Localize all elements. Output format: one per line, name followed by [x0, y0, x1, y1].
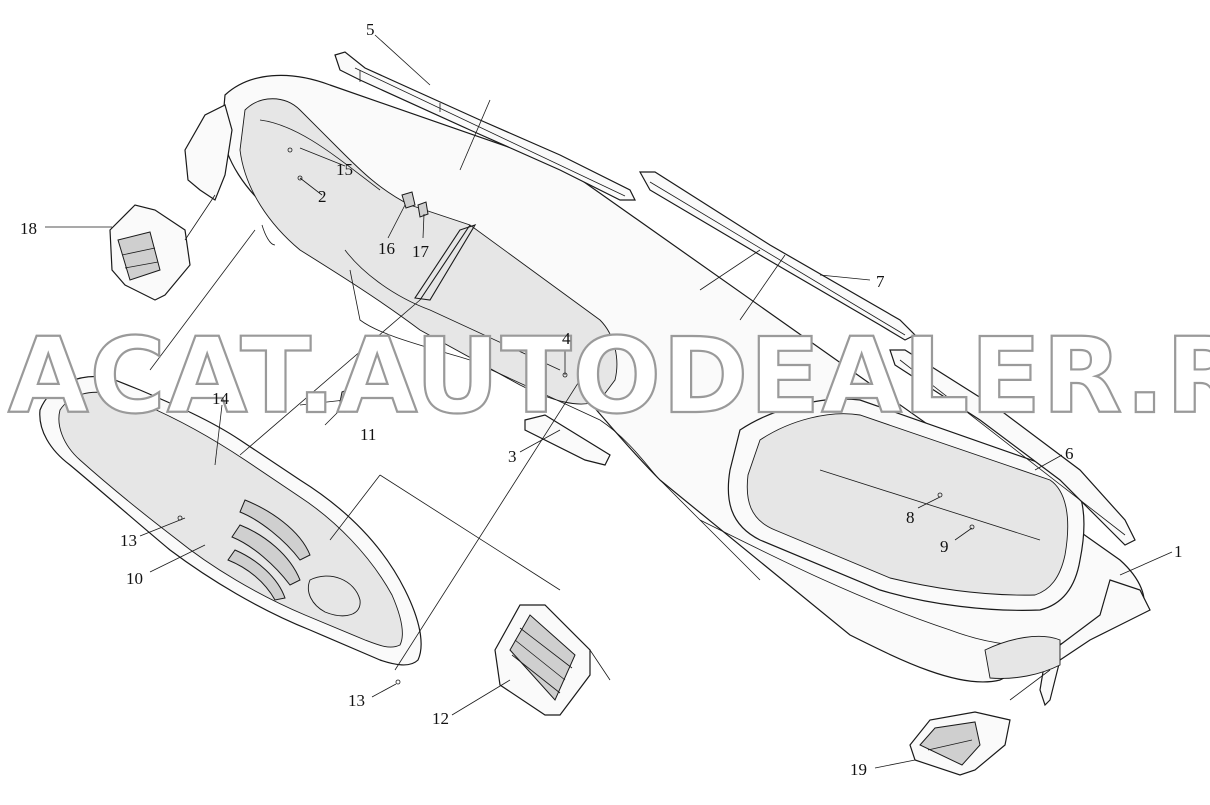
callout-7: 7 [876, 272, 885, 291]
callout-4: 4 [562, 329, 571, 348]
instrument-cluster-bezel [39, 376, 422, 666]
callout-1: 1 [1174, 542, 1183, 561]
callout-13-upper: 13 [120, 531, 137, 550]
leader-lines [149, 99, 1051, 701]
callout-2: 2 [318, 187, 327, 206]
callout-15: 15 [336, 160, 353, 179]
callout-19: 19 [850, 760, 867, 779]
callout-leaders [45, 34, 1173, 769]
air-vent-left [109, 204, 191, 301]
instrument-panel-main [184, 74, 1151, 707]
defroster-strip-right [638, 171, 917, 341]
air-vent-center [494, 604, 591, 716]
defroster-strip-left [334, 51, 636, 201]
callout-8: 8 [906, 508, 915, 527]
watermark-text: ACAT.AUTODEALER.RU [8, 315, 1210, 437]
callout-16: 16 [378, 239, 395, 258]
callout-14: 14 [212, 389, 230, 408]
air-vent-right [909, 711, 1011, 776]
callout-12: 12 [432, 709, 449, 728]
callout-17: 17 [412, 242, 430, 261]
callout-5: 5 [366, 20, 375, 39]
bracket-3 [524, 414, 611, 466]
callout-13-lower: 13 [348, 691, 365, 710]
callout-18: 18 [20, 219, 37, 238]
callout-3: 3 [508, 447, 517, 466]
callout-10: 10 [126, 569, 143, 588]
part-callouts: 1 2 3 4 5 6 7 8 9 10 11 12 13 13 14 15 1… [20, 20, 1183, 779]
clips-16-17 [401, 191, 429, 218]
callout-6: 6 [1065, 444, 1074, 463]
callout-11: 11 [360, 425, 376, 444]
callout-9: 9 [940, 537, 949, 556]
trim-strip-right [889, 349, 1136, 546]
